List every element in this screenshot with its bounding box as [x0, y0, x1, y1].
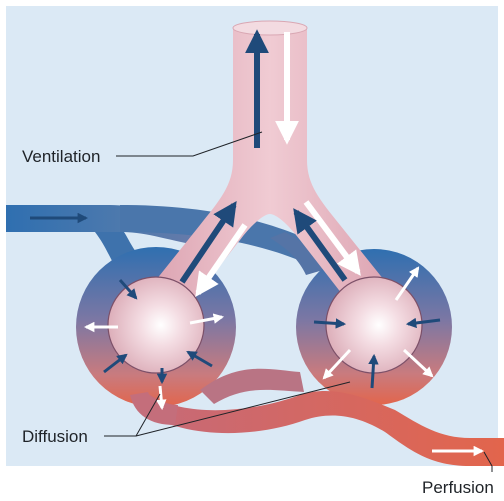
ventilation-label: Ventilation: [22, 147, 100, 166]
right-diffusion-in-arrow-icon: [372, 356, 374, 388]
trachea-opening: [233, 21, 307, 35]
right-diffusion-in-arrow-icon: [314, 322, 344, 324]
perfusion-label: Perfusion: [422, 478, 494, 497]
diffusion-label: Diffusion: [22, 427, 88, 446]
left-diffusion-out-arrow-icon: [160, 386, 162, 408]
